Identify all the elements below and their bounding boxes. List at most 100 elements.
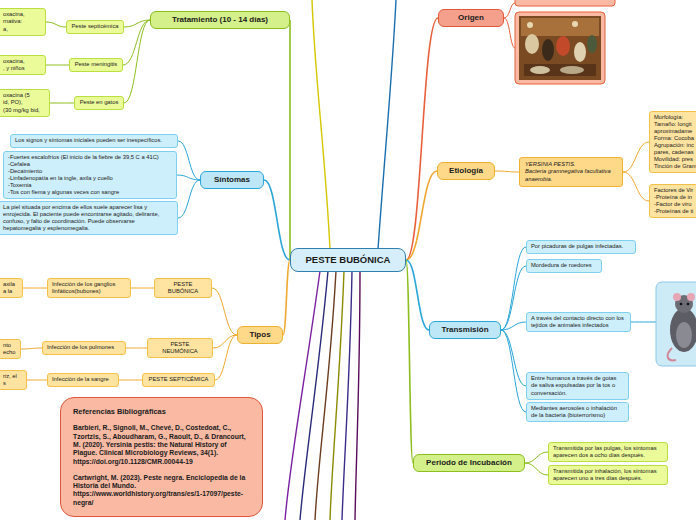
branch-connector [406,18,438,260]
branch-connector [126,348,147,349]
node-text: -Tos con flema y algunas veces con sangr… [8,189,172,196]
node-text: Síntomas [207,175,257,185]
branch-connector [178,180,200,218]
branch-connector [21,348,42,349]
node-text: PESTE BUBÓNICA [159,281,207,295]
subtopic-box: Entre humanos a través de gotas de saliv… [526,372,629,399]
node-text: Infección de los ganglios linfáticos(bub… [52,281,126,295]
branch-connector [501,322,526,330]
node-text: -Toxemia [8,182,172,189]
branch-connector [289,20,291,260]
subtopic-box: PESTE NEUMÓNICA [147,338,213,358]
subtopic-box: Morfología:Tamaño: longitaproximadameFor… [649,111,696,174]
subtopic-box: A través del contacto directo con los te… [526,312,631,332]
node-text: Agrupación: inc [654,142,696,149]
rat-illustration [631,282,696,366]
node-text: PESTE NEUMÓNICA [152,341,208,355]
branch-connector [50,103,74,104]
origin-painting [504,0,615,84]
node-text: Periodo de Incubación [420,458,518,468]
subtopic-box: Transmitida por inhalación, los síntomas… [548,465,668,485]
node-text: -Cefalea [8,161,172,168]
node-text: pares, cadenas [654,149,696,156]
node-text: Transmitida por inhalación, los síntomas… [553,468,663,482]
branch-topic: Síntomas [200,171,264,189]
node-text: Tinción de Gram [654,163,696,170]
reference-heading: Referencias Bibliográficas [73,407,250,416]
branch-connector [46,22,66,27]
branch-connector [501,247,526,330]
node-text: rnativa: [3,18,41,25]
subtopic-box: Mordedura de roedores [526,259,602,272]
branch-connector [27,380,47,381]
node-text: Forma: Cocoba [654,135,696,142]
subtopic-box: oxacina,rnativa:a, [0,8,46,35]
node-text: Mediantes aerosoles o inhalación de la b… [531,405,624,419]
subtopic-box: Peste septicémica [66,20,124,33]
node-text: Los signos y síntomas iniciales pueden s… [15,137,173,144]
node-text: Transmitida por las pulgas, los síntomas… [553,445,663,459]
branch-connector [212,288,237,335]
node-text: id, PO), [3,99,45,106]
branch-connector [131,288,154,289]
node-text: Por picaduras de pulgas infectadas. [531,243,631,250]
subtopic-box: riz, els [0,370,27,390]
branch-connector [623,172,649,201]
node-text: A través del contacto directo con los te… [531,315,626,329]
subtopic-box: YERSINIA PESTIS.Bacteria gramnegativa fa… [519,157,623,186]
branch-connector [525,463,548,475]
branch-connector [124,20,150,103]
node-text: Barbieri, R., Signoli, M., Chevé, D., Co… [73,424,250,465]
node-text: Morfología: [654,114,696,121]
branch-connector [495,171,519,172]
subtopic-box: Por picaduras de pulgas infectadas. [526,240,636,253]
branch-connector [123,20,150,65]
subtopic-box: La piel situada por encima de ellos suel… [0,201,178,235]
reference-box: Referencias BibliográficasBarbieri, R., … [60,397,263,517]
subtopic-box: ntoecho [0,339,21,359]
subtopic-box: Transmitida por las pulgas, los síntomas… [548,442,668,462]
node-text: a, [3,26,41,33]
node-text: riz, el [3,373,22,380]
node-text: Mordedura de roedores [531,262,597,269]
subtopic-box: Factores de Vir-Proteína de in-Factor de… [649,184,696,218]
subtopic-box: PESTE SEPTICÉMICA [142,373,215,386]
node-text: -Proteínas de ti [654,208,696,215]
node-text: -Fuertes escalofríos (El inicio de la fi… [8,154,172,161]
node-text: Transmisión [436,325,494,335]
central-topic: PESTE BUBÓNICA [290,248,406,272]
subtopic-box: axilaa la [0,278,23,298]
node-text: Peste septicémica [71,23,119,30]
branch-connector [525,452,548,463]
branch-connector [406,171,437,260]
branch-connector [623,142,649,172]
node-text: YERSINIA PESTIS. [525,161,617,168]
node-text: PESTE BUBÓNICA [299,254,397,266]
subtopic-box: Infección de los ganglios linfáticos(bub… [47,278,131,298]
node-text: Movilidad: pres [654,156,696,163]
node-text: , y niños [3,65,41,72]
branch-connector [215,335,237,380]
node-text: -Factor de viru [654,201,696,208]
node-text: La piel situada por encima de ellos suel… [3,204,173,232]
branch-topic: Tratamiento (10 - 14 días) [150,11,290,29]
subtopic-box: Infección de los pulmones [42,341,126,354]
node-text: Origen [445,13,497,23]
branch-topic: Etiología [437,162,495,180]
branch-connector [283,260,290,335]
node-text: Tipos [244,330,276,340]
branch-connector [119,380,142,381]
node-text: s [3,380,22,387]
node-text: Peste en gatos [79,99,119,106]
branch-topic: Tipos [237,326,283,344]
node-text: echo [3,349,16,356]
node-text: Peste meningitis [74,61,118,68]
node-text: nto [3,342,16,349]
node-text: (30 mg/kg bid, [3,107,45,114]
node-text: a la [3,288,18,295]
branch-topic: Periodo de Incubación [413,454,525,472]
subtopic-box: oxacina,, y niños [0,55,46,75]
node-text: -Proteína de in [654,194,696,201]
branch-topic: Transmisión [429,321,501,339]
branch-connector [177,175,200,180]
